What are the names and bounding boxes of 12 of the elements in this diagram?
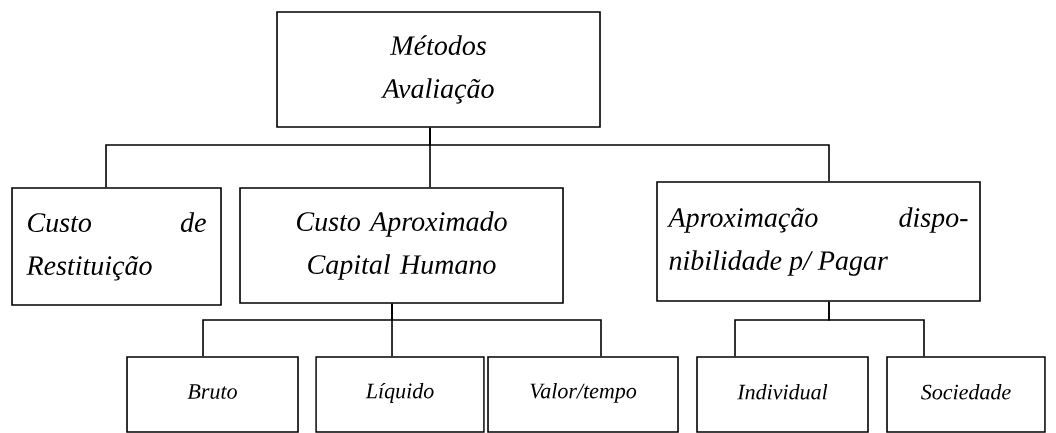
process-box: Individual (696, 356, 869, 433)
process-box: Sociedade (886, 356, 1046, 433)
connector-line (391, 303, 602, 357)
process-box: Custo de Restituição (11, 187, 222, 306)
process-box: Aproximação dispo- nibilidade p/ Pagar (656, 181, 981, 302)
connector-line (429, 127, 830, 182)
process-box: Custo Aproximado Capital Humano (239, 187, 564, 304)
process-box: Líquido (315, 356, 485, 433)
process-box: Valor/tempo (487, 356, 679, 433)
process-box: Métodos Avaliação (276, 11, 601, 128)
connector-line (828, 301, 925, 357)
process-box: Bruto (126, 356, 299, 433)
